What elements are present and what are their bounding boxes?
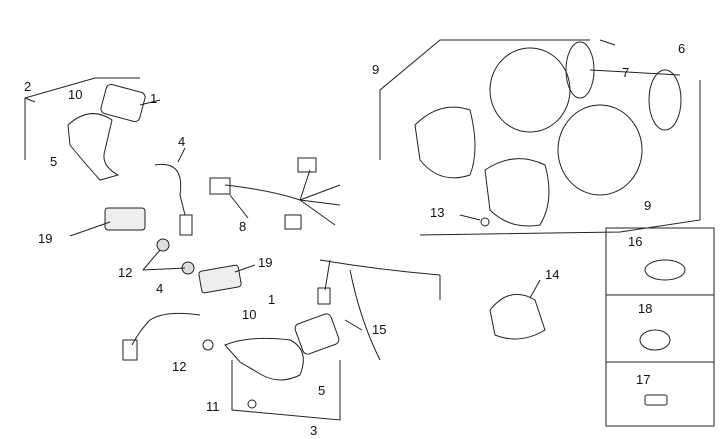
headlamp-rim-bottom (648, 69, 682, 131)
harness-15 (319, 259, 441, 361)
callout-5b: 5 (318, 383, 326, 398)
indicator-body-10b (224, 337, 304, 381)
callout-1b: 1 (268, 292, 276, 307)
connector-4a (179, 214, 193, 236)
connector-4b (122, 339, 138, 361)
callout-12b: 12 (172, 359, 187, 374)
gasket-19b (198, 264, 242, 294)
callout-3: 3 (310, 423, 318, 438)
callout-13: 13 (430, 205, 445, 220)
callout-4b: 4 (156, 281, 164, 296)
grommet-12a (156, 238, 170, 252)
headlamp-shell-bottom (557, 104, 643, 196)
callout-17: 17 (636, 372, 651, 387)
bulb-box (605, 227, 715, 427)
connector-8b (297, 157, 317, 173)
connector-15 (317, 287, 331, 305)
wire-4b (131, 312, 201, 346)
callout-14: 14 (545, 267, 560, 282)
callout-15: 15 (372, 322, 387, 337)
callout-2: 2 (24, 79, 32, 94)
callout-10b: 10 (242, 307, 257, 322)
callout-12: 12 (118, 265, 133, 280)
callout-10: 10 (68, 87, 83, 102)
callout-8: 8 (239, 219, 247, 234)
bracket-3 (231, 360, 341, 421)
connector-8a (209, 177, 231, 195)
callout-4: 4 (178, 134, 186, 149)
screw-11 (247, 399, 257, 409)
indicator-lens-1b (294, 313, 340, 355)
callout-6: 6 (678, 41, 686, 56)
bracket-2 (24, 77, 140, 160)
bulb-17 (644, 394, 668, 406)
bracket-9-top (379, 39, 590, 160)
headlamp-mount-bottom (484, 158, 550, 227)
callout-7: 7 (622, 65, 630, 80)
bulb-18 (639, 329, 671, 351)
callout-9b: 9 (644, 198, 652, 213)
indicator-lens-1 (100, 83, 146, 123)
headlamp-mount-top (414, 106, 476, 179)
callout-19b: 19 (258, 255, 273, 270)
bracket-9-bottom (419, 80, 701, 236)
callout-16: 16 (628, 234, 643, 249)
harness-8 (224, 169, 341, 226)
wire-4a (154, 163, 186, 216)
gasket-19a (104, 207, 146, 231)
callout-19: 19 (38, 231, 53, 246)
nut-12 (202, 339, 214, 351)
callout-18: 18 (638, 301, 653, 316)
screw-13 (480, 217, 490, 227)
callout-5: 5 (50, 154, 58, 169)
callout-11: 11 (206, 399, 220, 414)
bulb-16 (644, 259, 686, 281)
headlamp-rim-top (565, 41, 595, 99)
tail-light-14 (489, 293, 546, 340)
callout-1: 1 (150, 91, 158, 106)
indicator-body-10 (67, 113, 120, 181)
callout-9: 9 (372, 62, 380, 77)
headlamp-shell-top (489, 47, 571, 133)
connector-8c (284, 214, 302, 230)
